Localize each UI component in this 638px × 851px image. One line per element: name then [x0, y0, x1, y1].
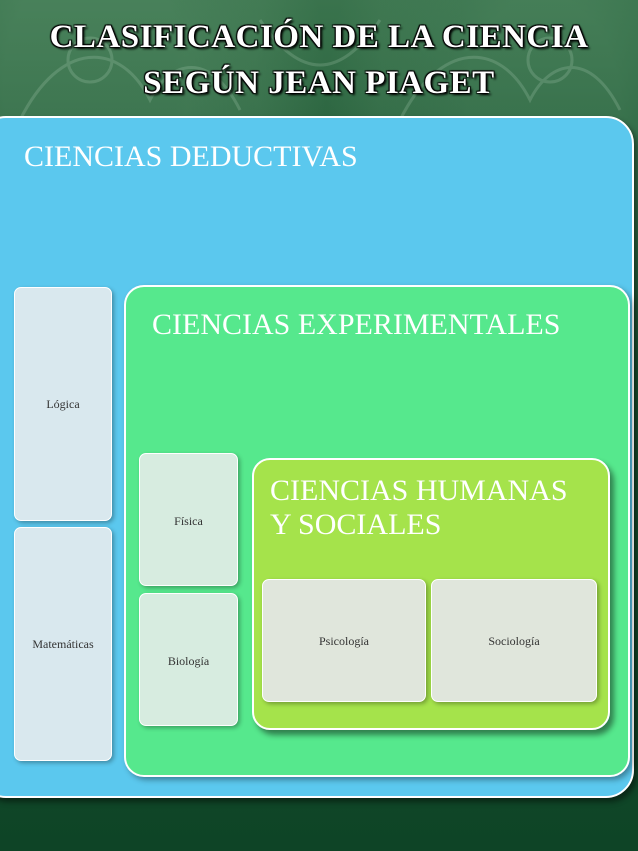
physics-item: Física: [139, 453, 238, 586]
experimental-sciences-label: CIENCIAS EXPERIMENTALES: [152, 308, 561, 341]
psychology-item-label: Psicología: [319, 634, 369, 648]
deductive-sciences-label: CIENCIAS DEDUCTIVAS: [24, 140, 358, 173]
psychology-item: Psicología: [262, 579, 426, 702]
title-line-2: SEGÚN JEAN PIAGET: [143, 65, 495, 101]
human-social-label-line-1: CIENCIAS HUMANAS: [270, 474, 568, 507]
title-line-1: CLASIFICACIÓN DE LA CIENCIA: [49, 19, 589, 55]
mathematics-item-label: Matemáticas: [32, 636, 94, 651]
ornament-pattern: [18, 19, 622, 121]
human-social-sciences-label: CIENCIAS HUMANAS Y SOCIALES: [270, 474, 568, 542]
sociology-item: Sociología: [431, 579, 597, 702]
logic-item: Lógica: [14, 287, 112, 521]
page-title: CLASIFICACIÓN DE LA CIENCIA SEGÚN JEAN P…: [0, 14, 638, 106]
biology-item: Biología: [139, 593, 238, 726]
sociology-item-label: Sociología: [488, 634, 540, 648]
biology-item-label: Biología: [167, 654, 210, 668]
physics-item-label: Física: [174, 514, 203, 528]
logic-item-label: Lógica: [46, 396, 80, 411]
human-social-label-line-2: Y SOCIALES: [270, 508, 442, 541]
mathematics-item: Matemáticas: [14, 527, 112, 761]
